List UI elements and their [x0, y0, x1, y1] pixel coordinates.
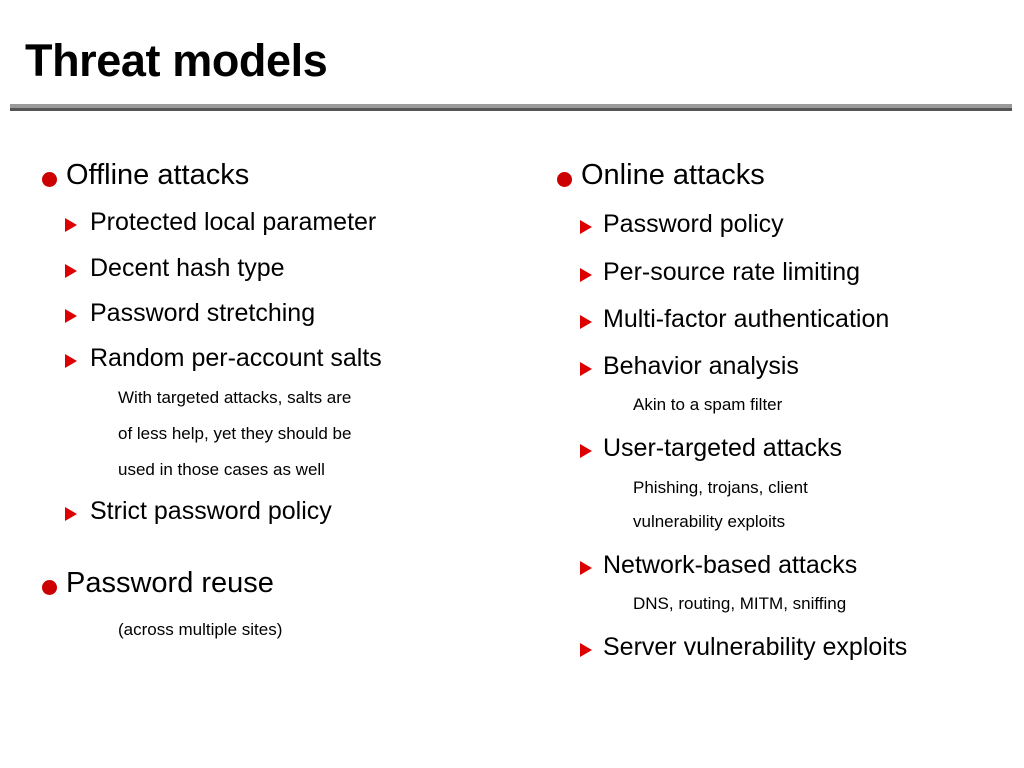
divider-shadow	[10, 108, 1012, 111]
triangle-bullet-icon	[580, 267, 592, 282]
left-column: Offline attacks Protected local paramete…	[30, 160, 510, 639]
heading-label: Offline attacks	[66, 159, 250, 191]
list-item-label: Password policy	[603, 210, 784, 239]
list-item: Password stretching	[30, 300, 510, 326]
sub-note: Phishing, trojans, client	[633, 477, 808, 497]
triangle-bullet-icon	[65, 263, 77, 278]
divider-highlight	[10, 104, 1012, 108]
sub-note: of less help, yet they should be	[118, 424, 352, 444]
list-item: Per-source rate limiting	[545, 259, 1020, 285]
sub-note: Akin to a spam filter	[633, 395, 783, 415]
list-item: Protected local parameter	[30, 208, 510, 237]
triangle-bullet-icon	[65, 354, 77, 369]
list-item-label: Behavior analysis	[603, 352, 799, 381]
list-item: Multi-factor authentication	[545, 306, 1020, 332]
heading-label: Password reuse	[66, 567, 274, 600]
sub-note: With targeted attacks, salts are	[118, 388, 352, 408]
list-item-label: Protected local parameter	[90, 208, 377, 237]
list-item: Strict password policy	[30, 498, 510, 524]
section-heading-offline-attacks: Offline attacks	[30, 160, 510, 190]
list-item: Decent hash type	[30, 255, 510, 281]
list-item: Server vulnerability exploits	[545, 634, 1020, 660]
list-item-label: Server vulnerability exploits	[603, 633, 908, 662]
sub-note: used in those cases as well	[118, 460, 325, 480]
sub-note: vulnerability exploits	[633, 512, 786, 532]
list-item: Network-based attacks	[545, 552, 1020, 578]
list-item-label: Per-source rate limiting	[603, 257, 861, 286]
right-column: Online attacks Password policy Per-sourc…	[545, 160, 1020, 661]
list-item-label: Network-based attacks	[603, 551, 858, 580]
triangle-bullet-icon	[65, 308, 77, 323]
page-title: Threat models	[25, 35, 328, 86]
list-item-label: Decent hash type	[90, 253, 285, 282]
triangle-bullet-icon	[580, 561, 592, 576]
round-bullet-icon	[42, 172, 57, 187]
sub-note: DNS, routing, MITM, sniffing	[633, 594, 847, 614]
section-heading-online-attacks: Online attacks	[545, 160, 1020, 190]
triangle-bullet-icon	[65, 506, 77, 521]
triangle-bullet-icon	[580, 362, 592, 377]
triangle-bullet-icon	[65, 218, 77, 233]
round-bullet-icon	[42, 580, 57, 596]
round-bullet-icon	[557, 172, 572, 187]
title-divider	[10, 104, 1012, 111]
list-item: Password policy	[545, 210, 1020, 239]
list-item: Random per-account salts	[30, 345, 510, 371]
section-heading-password-reuse: Password reuse	[30, 568, 510, 598]
triangle-bullet-icon	[580, 444, 592, 459]
list-item-label: Multi-factor authentication	[603, 304, 890, 333]
list-item: Behavior analysis	[545, 353, 1020, 379]
triangle-bullet-icon	[580, 314, 592, 329]
section-spacer	[30, 524, 510, 568]
triangle-bullet-icon	[580, 220, 592, 235]
list-item-label: User-targeted attacks	[603, 434, 842, 463]
list-item-label: Password stretching	[90, 298, 316, 327]
sub-note: (across multiple sites)	[118, 619, 283, 639]
heading-label: Online attacks	[581, 159, 765, 191]
triangle-bullet-icon	[580, 643, 592, 658]
list-item-label: Random per-account salts	[90, 344, 382, 373]
list-item: User-targeted attacks	[545, 435, 1020, 461]
list-item-label: Strict password policy	[90, 496, 332, 525]
